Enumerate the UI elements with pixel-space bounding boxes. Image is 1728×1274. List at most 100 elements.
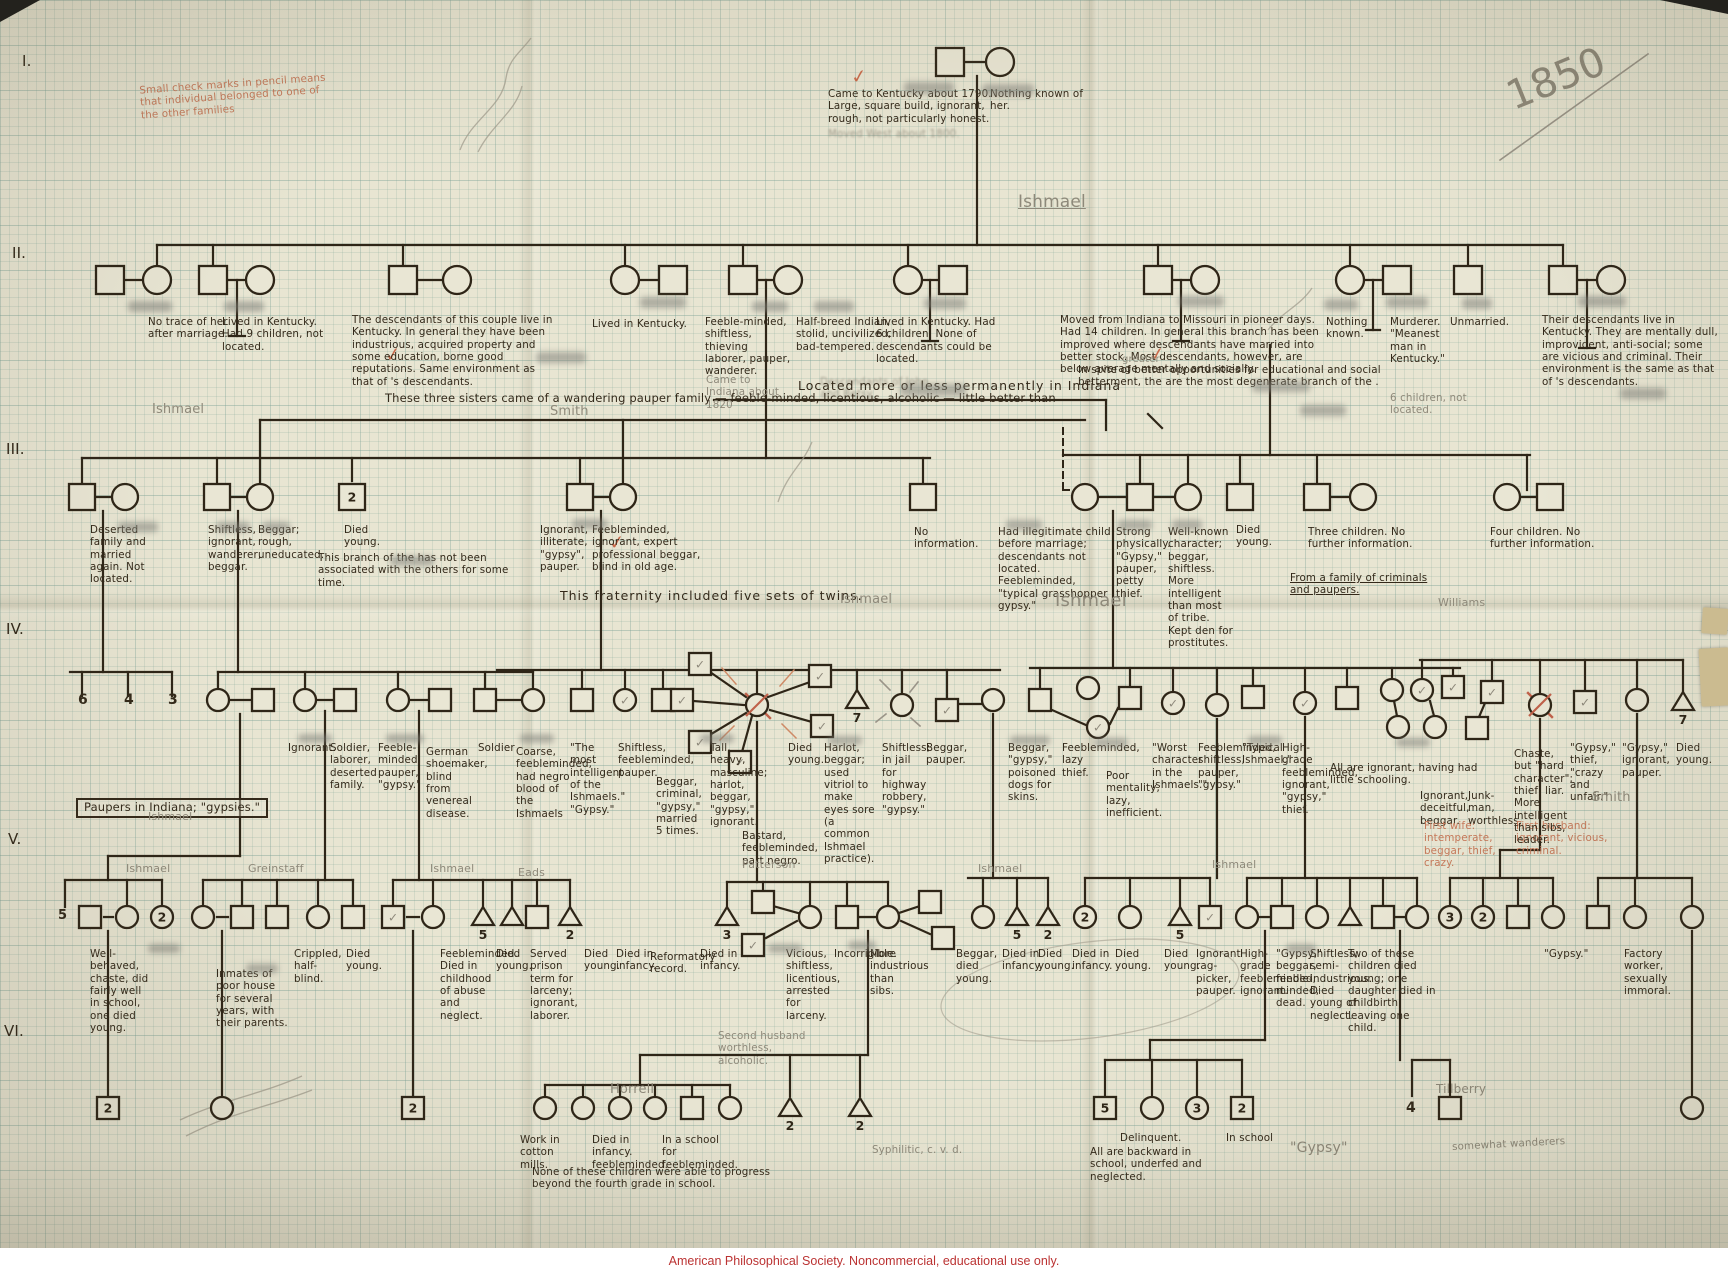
pedigree-node-square [1547,264,1579,296]
annotation-text: The descendants of this couple live in K… [352,314,553,388]
pedigree-node-square [229,904,255,930]
annotation-text: More industrious than sibs. [870,948,929,998]
annotation-text: None of these children were able to prog… [532,1166,771,1191]
pencil-check-icon: ✓ [1300,697,1310,711]
pencil-annotation: Second husband worthless, alcoholic. [718,1030,806,1067]
pencil-annotation: Ishmael [840,592,893,607]
redacted-name-patch [148,944,180,953]
redacted-name-patch [118,522,158,532]
node-count-label: 5 [479,927,488,942]
pedigree-node-circle [441,264,473,296]
pedigree-line [1428,699,1436,718]
annotation-text: All are backward in school, underfed and… [1090,1146,1202,1183]
pencil-annotation: Came to Indiana about 1820 [706,374,780,411]
annotation-text: Shiftless, semi-industrious. Died young … [1310,948,1373,1022]
annotation-text: Lived in Kentucky. Had 9 children, not l… [222,316,324,353]
redacted-name-patch [1010,736,1050,745]
caption-bar: American Philosophical Society. Noncomme… [0,1248,1728,1274]
pedigree-node-circle [245,482,275,512]
pedigree-node-circle [1437,904,1463,930]
pedigree-node-square [1535,482,1565,512]
annotation-text: Died young. [1236,524,1273,549]
node-count-label: 3 [1446,910,1455,925]
pedigree-node-square [202,482,232,512]
pencil-check-icon: ✓ [942,704,952,718]
pedigree-node-circle [114,904,140,930]
pedigree-node-square [934,46,966,78]
pedigree-node-circle [1492,482,1522,512]
redacted-name-patch [700,734,734,743]
annotation-text: Poor mentality, lazy, inefficient. [1106,770,1163,820]
pedigree-node-circle [608,482,638,512]
pedigree-node-circle [190,904,216,930]
annotation-text: Tall, heavy, masculine; harlot, beggar, … [710,742,768,829]
pedigree-node-circle [149,904,175,930]
node-count-label: 2 [1044,927,1053,942]
annotation-text: Coarse, feebleminded, had negro blood of… [516,746,593,820]
pedigree-node-circle [642,1095,668,1121]
pencil-oval [940,938,1240,1042]
annotation-text: Soldier [478,742,515,754]
node-count-label: 5 [1176,927,1185,942]
pedigree-node-square [1452,264,1484,296]
pedigree-node-square [337,482,367,512]
annotation-text: "Gypsy," thief, "crazy and unfair." [1570,742,1617,804]
red-check-icon: ✓ [850,65,869,89]
pencil-annotation: Ishmael [1055,590,1127,611]
pencil-annotation: Smith [550,404,589,419]
pedigree-line [1392,699,1399,718]
annotation-text: Died young. [584,948,621,973]
node-count-label: 2 [1081,910,1090,925]
redacted-name-patch [1620,388,1666,399]
pedigree-line [1146,412,1164,430]
pencil-check-icon: ✓ [735,756,745,770]
redacted-name-patch [386,734,424,743]
redacted-name-patch [1248,736,1282,745]
pencil-annotation: Ishmael [148,810,193,823]
annotation-text: No trace of her after marriage. [148,316,228,341]
pedigree-node-circle [1334,264,1366,296]
redacted-name-patch [1118,520,1152,530]
pencil-annotation: Greinstaff [248,862,304,875]
annotation-text: Bastard, feebleminded, part negro. [742,830,819,867]
redacted-name-patch [1178,296,1224,307]
pedigree-node-circle [875,904,901,930]
pedigree-node-circle [570,1095,596,1121]
pedigree-node-circle [1117,904,1143,930]
redacted-name-patch [1578,296,1626,307]
pedigree-node-square [1197,904,1223,930]
annotation-text: 6 [78,692,88,708]
orange-pencil-ray [778,668,796,688]
pedigree-node-square [472,687,498,713]
node-count-label: 2 [786,1118,795,1133]
annotation-text: Their descendants live in Kentucky. They… [1542,314,1718,388]
pencil-annotation: Smith [1592,790,1631,805]
annotation-text: Four children. No further information. [1490,526,1595,551]
node-count-label: 2 [104,1101,113,1116]
pencil-annotation: 6 children, not located. [1390,392,1467,417]
pencil-check-icon: ✓ [1168,697,1178,711]
pedigree-node-circle [205,687,231,713]
pedigree-line [764,919,799,940]
pedigree-node-circle [244,264,276,296]
pedigree-node-square [67,482,97,512]
pedigree-node-circle [1540,904,1566,930]
pedigree-node-circle [1624,687,1650,713]
pedigree-node-circle [889,692,915,718]
pedigree-node-triangle [844,687,870,710]
annotation-text: Shiftless; in jail for highway robbery, … [882,742,931,816]
annotation-text: Crippled, half-blind. [294,948,342,985]
redacted-name-patch [1396,738,1430,747]
pedigree-node-circle [1409,677,1435,703]
pedigree-node-square [807,663,833,689]
pedigree-node-circle [1385,714,1411,740]
pedigree-node-square [908,482,938,512]
pedigree-node-circle [772,264,804,296]
annotation-text: All are ignorant, having had little scho… [1330,762,1478,787]
pedigree-node-square [669,687,695,713]
redacted-name-patch [752,301,788,312]
pedigree-node-square [387,264,419,296]
pedigree-node-square [197,264,229,296]
pedigree-line [899,919,932,936]
annotation-text: V. [8,830,22,848]
